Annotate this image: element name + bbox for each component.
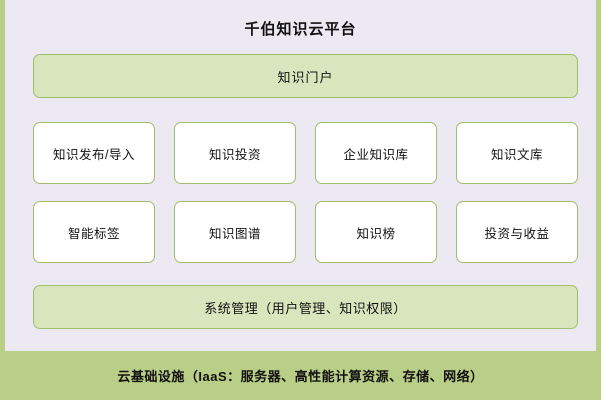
module-cell-label: 投资与收益 <box>484 226 550 241</box>
module-cell-label: 知识文库 <box>490 147 543 162</box>
module-row-1: 知识发布/导入 知识投资 企业知识库 知识文库 <box>33 122 578 184</box>
module-cell[interactable]: 投资与收益 <box>456 201 578 263</box>
module-cell-label: 知识图谱 <box>208 226 261 241</box>
infrastructure-band: 云基础设施（IaaS：服务器、高性能计算资源、存储、网络） <box>5 351 596 400</box>
module-grid: 知识发布/导入 知识投资 企业知识库 知识文库 智能标签 知识图谱 知识榜 <box>33 122 578 263</box>
page-title: 千伯知识云平台 <box>244 21 357 38</box>
system-management-band: 系统管理（用户管理、知识权限） <box>33 285 578 329</box>
module-cell[interactable]: 知识榜 <box>315 201 437 263</box>
infrastructure-label: 云基础设施（IaaS：服务器、高性能计算资源、存储、网络） <box>117 369 484 384</box>
module-cell[interactable]: 企业知识库 <box>315 122 437 184</box>
module-cell-label: 知识发布/导入 <box>53 147 135 162</box>
module-cell[interactable]: 知识投资 <box>174 122 296 184</box>
module-cell-label: 知识投资 <box>208 147 261 162</box>
module-cell[interactable]: 知识发布/导入 <box>33 122 155 184</box>
portal-band: 知识门户 <box>33 54 578 98</box>
module-row-2: 智能标签 知识图谱 知识榜 投资与收益 <box>33 201 578 263</box>
module-cell[interactable]: 知识文库 <box>456 122 578 184</box>
portal-band-label: 知识门户 <box>277 69 334 85</box>
module-cell-label: 企业知识库 <box>343 147 409 162</box>
module-cell[interactable]: 智能标签 <box>33 201 155 263</box>
system-management-label: 系统管理（用户管理、知识权限） <box>204 300 407 316</box>
module-cell[interactable]: 知识图谱 <box>174 201 296 263</box>
module-cell-label: 智能标签 <box>67 226 120 241</box>
module-cell-label: 知识榜 <box>356 226 396 241</box>
